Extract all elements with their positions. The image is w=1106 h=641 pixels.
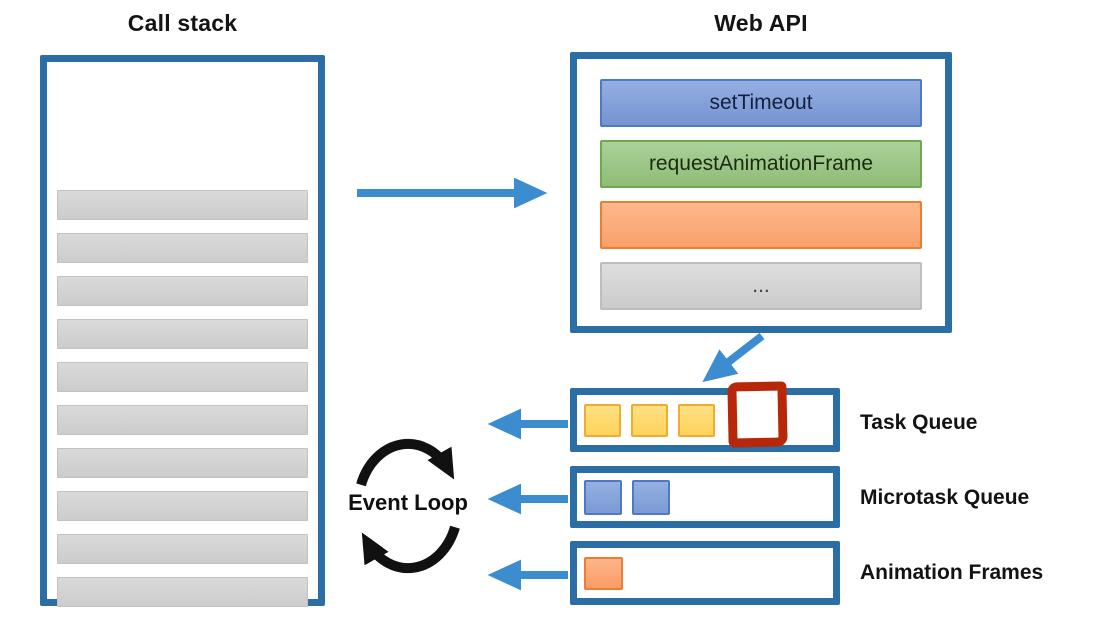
- webapi-orange-bar: [600, 201, 922, 249]
- webapi-ellipsis-bar: ...: [600, 262, 922, 310]
- task-queue-item: [584, 403, 621, 437]
- animation-frames-label: Animation Frames: [860, 561, 1044, 584]
- microtask-queue-label: Microtask Queue: [860, 486, 1030, 509]
- stack-frame: [57, 319, 308, 349]
- stack-frame: [57, 233, 308, 263]
- stack-frame: [57, 362, 308, 392]
- event-loop-top-arc-icon: [356, 438, 455, 487]
- webapi-raf-bar: requestAnimationFrame: [600, 140, 922, 188]
- microtask-queue-item: [584, 479, 622, 515]
- stack-frame: [57, 405, 308, 435]
- task-queue-box: [570, 388, 840, 452]
- task-queue-label: Task Queue: [860, 411, 978, 434]
- stack-frame: [57, 577, 308, 607]
- stack-frame: [57, 534, 308, 564]
- web-api-box: setTimeout requestAnimationFrame ...: [570, 52, 952, 333]
- animation-frame-item: [584, 556, 623, 590]
- ellipsis-label: ...: [752, 274, 770, 297]
- microtask-queue-item: [632, 479, 670, 515]
- event-loop-label: Event Loop: [348, 490, 468, 515]
- task-queue-item: [631, 403, 668, 437]
- microtask-queue-box: [570, 466, 840, 528]
- webapi-settimeout-bar: setTimeout: [600, 79, 922, 127]
- stack-frame: [57, 190, 308, 220]
- event-loop-bottom-arc-icon: [361, 525, 460, 574]
- stack-frame: [57, 448, 308, 478]
- raf-label: requestAnimationFrame: [648, 152, 874, 175]
- call-stack-title: Call stack: [127, 10, 238, 36]
- stack-frame: [57, 276, 308, 306]
- web-api-title: Web API: [714, 10, 808, 36]
- call-stack-frames: [47, 62, 318, 607]
- task-queue-item: [678, 403, 715, 437]
- animation-frames-box: [570, 541, 840, 605]
- settimeout-label: setTimeout: [709, 91, 813, 114]
- web-api-bars: setTimeout requestAnimationFrame ...: [577, 59, 945, 310]
- stack-frame: [57, 491, 308, 521]
- arrow-webapi-to-taskqueue-icon: [702, 332, 765, 383]
- call-stack-box: [40, 55, 325, 607]
- highlighted-empty-task-slot: [727, 381, 788, 448]
